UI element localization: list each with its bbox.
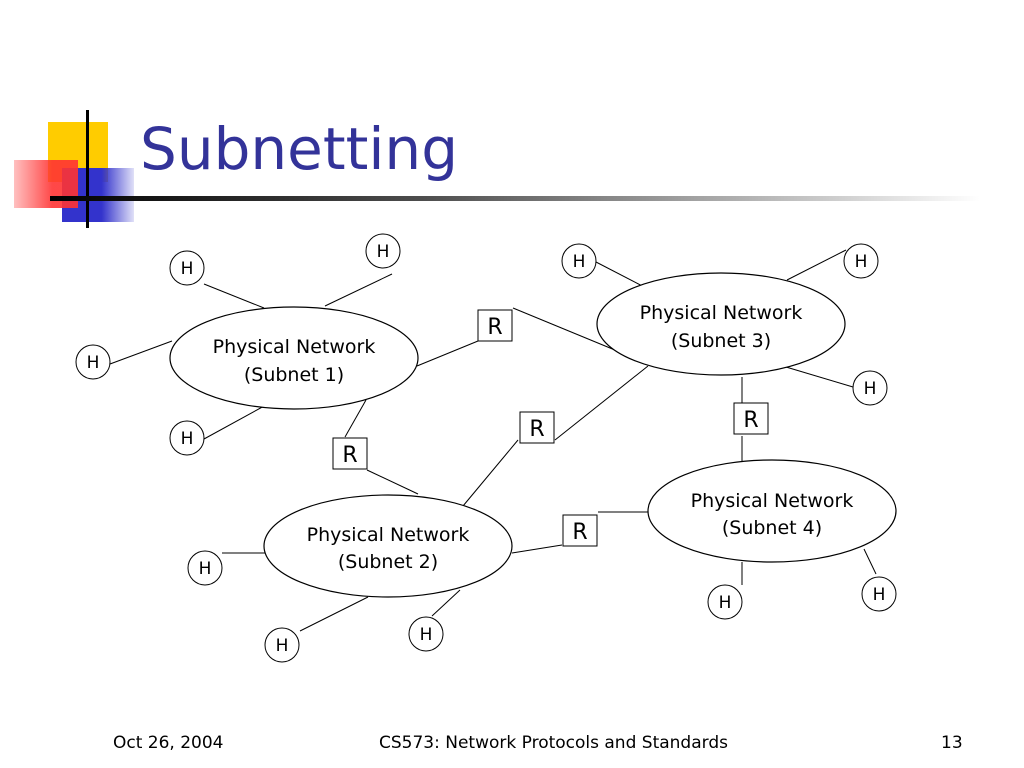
host: H xyxy=(187,550,223,586)
host: H xyxy=(561,243,597,279)
network-sublabel: (Subnet 4) xyxy=(722,517,822,539)
host: H xyxy=(861,576,897,612)
network-label: Physical Network xyxy=(691,490,854,512)
footer-course: CS573: Network Protocols and Standards xyxy=(379,733,728,753)
network-label: Physical Network xyxy=(307,524,470,546)
network-label: Physical Network xyxy=(213,336,376,358)
subnet-3: Physical Network (Subnet 3) xyxy=(596,272,846,376)
router-label: R xyxy=(342,443,357,468)
footer-date: Oct 26, 2004 xyxy=(113,733,224,753)
footer-page-number: 13 xyxy=(941,733,963,753)
network-sublabel: (Subnet 2) xyxy=(338,551,438,573)
host: H xyxy=(169,420,205,456)
network-ellipse xyxy=(647,459,897,563)
hosts: H H H H H H H H H H H H xyxy=(75,233,897,663)
host: H xyxy=(707,584,743,620)
svg-text:H: H xyxy=(377,242,390,262)
network-ellipse xyxy=(263,494,513,598)
router-label: R xyxy=(529,417,544,442)
router-2-4: R xyxy=(562,514,598,547)
router-1-2: R xyxy=(332,437,368,470)
svg-text:H: H xyxy=(855,252,868,272)
host: H xyxy=(365,233,401,269)
title-decoration xyxy=(0,110,140,230)
svg-text:H: H xyxy=(719,593,732,613)
svg-text:H: H xyxy=(873,585,886,605)
subnet-4: Physical Network (Subnet 4) xyxy=(647,459,897,563)
router-label: R xyxy=(743,408,758,433)
host: H xyxy=(408,616,444,652)
host: H xyxy=(852,370,888,406)
svg-text:H: H xyxy=(573,252,586,272)
network-sublabel: (Subnet 3) xyxy=(671,330,771,352)
router-3-4: R xyxy=(733,402,769,435)
svg-text:H: H xyxy=(199,559,212,579)
host: H xyxy=(264,627,300,663)
connection-lines xyxy=(109,249,877,632)
svg-text:H: H xyxy=(181,429,194,449)
deco-vertical-line xyxy=(86,110,89,228)
svg-text:H: H xyxy=(276,636,289,656)
subnet-2: Physical Network (Subnet 2) xyxy=(263,494,513,598)
svg-text:H: H xyxy=(864,379,877,399)
network-label: Physical Network xyxy=(640,302,803,324)
router-label: R xyxy=(487,315,502,340)
host: H xyxy=(75,344,111,380)
network-ellipse xyxy=(169,306,419,410)
svg-text:H: H xyxy=(420,625,433,645)
network-sublabel: (Subnet 1) xyxy=(244,364,344,386)
router-1-3: R xyxy=(477,309,513,342)
title-underline xyxy=(50,196,980,201)
host: H xyxy=(843,243,879,279)
subnet-1: Physical Network (Subnet 1) xyxy=(169,306,419,410)
svg-text:H: H xyxy=(181,259,194,279)
host: H xyxy=(169,250,205,286)
router-2-3: R xyxy=(519,411,555,444)
network-ellipse xyxy=(596,272,846,376)
svg-text:H: H xyxy=(87,353,100,373)
slide-title: Subnetting xyxy=(140,115,459,183)
router-label: R xyxy=(572,520,587,545)
